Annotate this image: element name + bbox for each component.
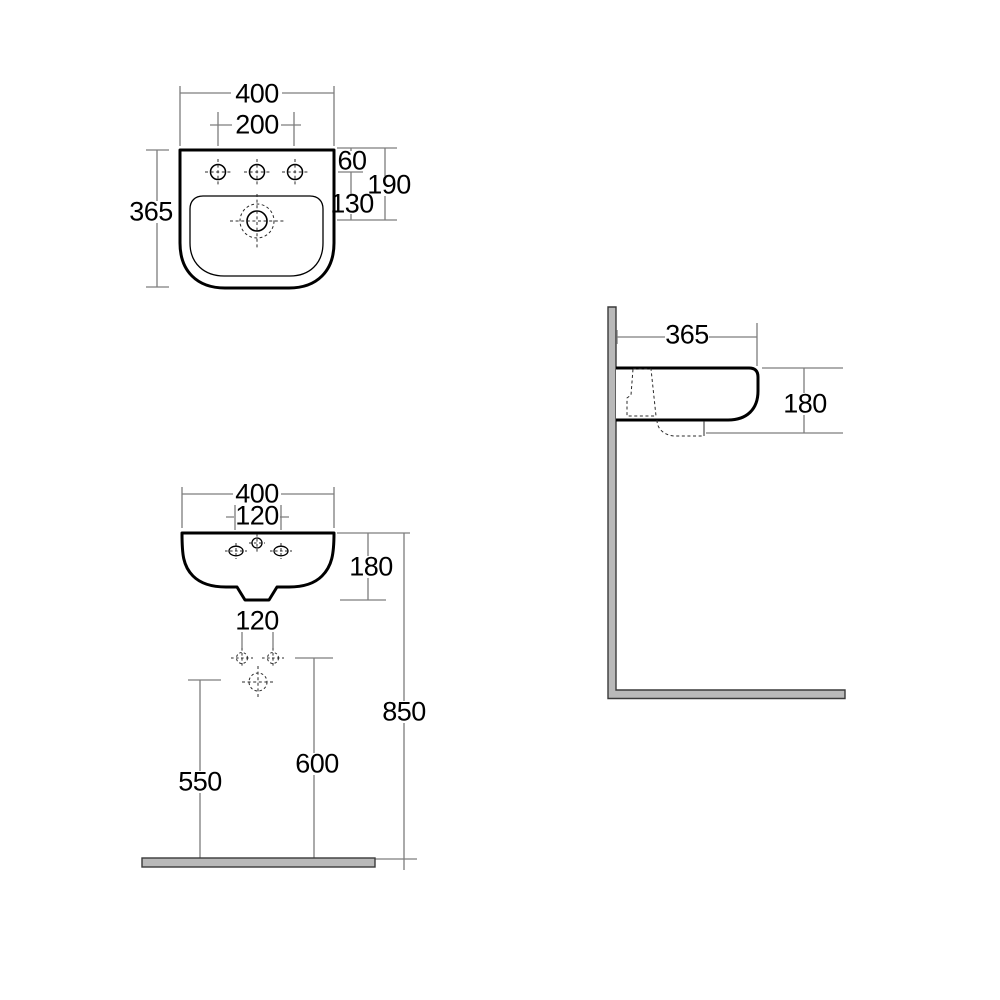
front-tap-hole-right [273,545,289,557]
side-trap-hidden-outline [656,419,704,437]
plan-drain [230,194,284,248]
plan-tap-hole-center [248,163,266,181]
side-basin-profile [616,366,760,422]
dim-side-overall-depth: 365 [665,319,709,350]
dim-side-basin-height: 180 [783,388,827,419]
plan-tap-hole-left [209,163,227,181]
front-basin-outline [180,531,336,602]
dim-front-basin-height: 180 [349,551,393,582]
plan-tap-holes [205,159,308,185]
front-fixing-hole-crosshairs [231,648,284,668]
plan-dimension-lines [146,86,397,288]
front-dimension-lines [181,487,417,870]
front-waste-outlet-crosshair [242,666,274,698]
front-tap-hole-left [228,545,244,557]
plan-drain-crosshair [230,194,284,248]
dim-plan-tap-spacing: 200 [235,109,279,140]
front-floor [141,857,376,868]
side-view [607,306,846,700]
dim-plan-taps-to-drain: 130 [330,188,374,219]
front-tap-holes [225,534,292,559]
dim-front-rim-height: 850 [382,696,426,727]
side-wall-and-floor [607,306,846,700]
front-fixing-holes [231,648,284,668]
front-tap-hole-center [251,537,263,549]
plan-tap-hole-crosshairs [205,159,308,185]
side-basin-fill [616,368,758,420]
front-waste-outlet [242,666,274,698]
dim-plan-rim-to-drain: 190 [367,169,411,200]
side-dimension-lines [616,323,843,434]
side-tap-hidden-outline [626,368,657,417]
dim-front-fixing-spacing: 120 [235,605,279,636]
dim-plan-rim-to-taps: 60 [337,145,367,176]
front-view [141,487,417,870]
dim-front-drain-height: 550 [178,766,222,797]
dim-front-fixing-height: 600 [295,748,339,779]
front-waste-outlet-circle [248,672,268,692]
dim-plan-overall-width: 400 [235,78,279,109]
dim-plan-overall-depth: 365 [129,196,173,227]
plan-tap-hole-right [286,163,304,181]
plan-drain-outer-circle [239,203,275,239]
plan-inner-bowl-outline [189,195,324,277]
plan-view [146,86,397,290]
dim-front-tap-spacing: 120 [235,500,279,531]
front-tap-hole-crosshairs [225,534,292,559]
dim-front-overall-width: 400 [235,478,279,509]
